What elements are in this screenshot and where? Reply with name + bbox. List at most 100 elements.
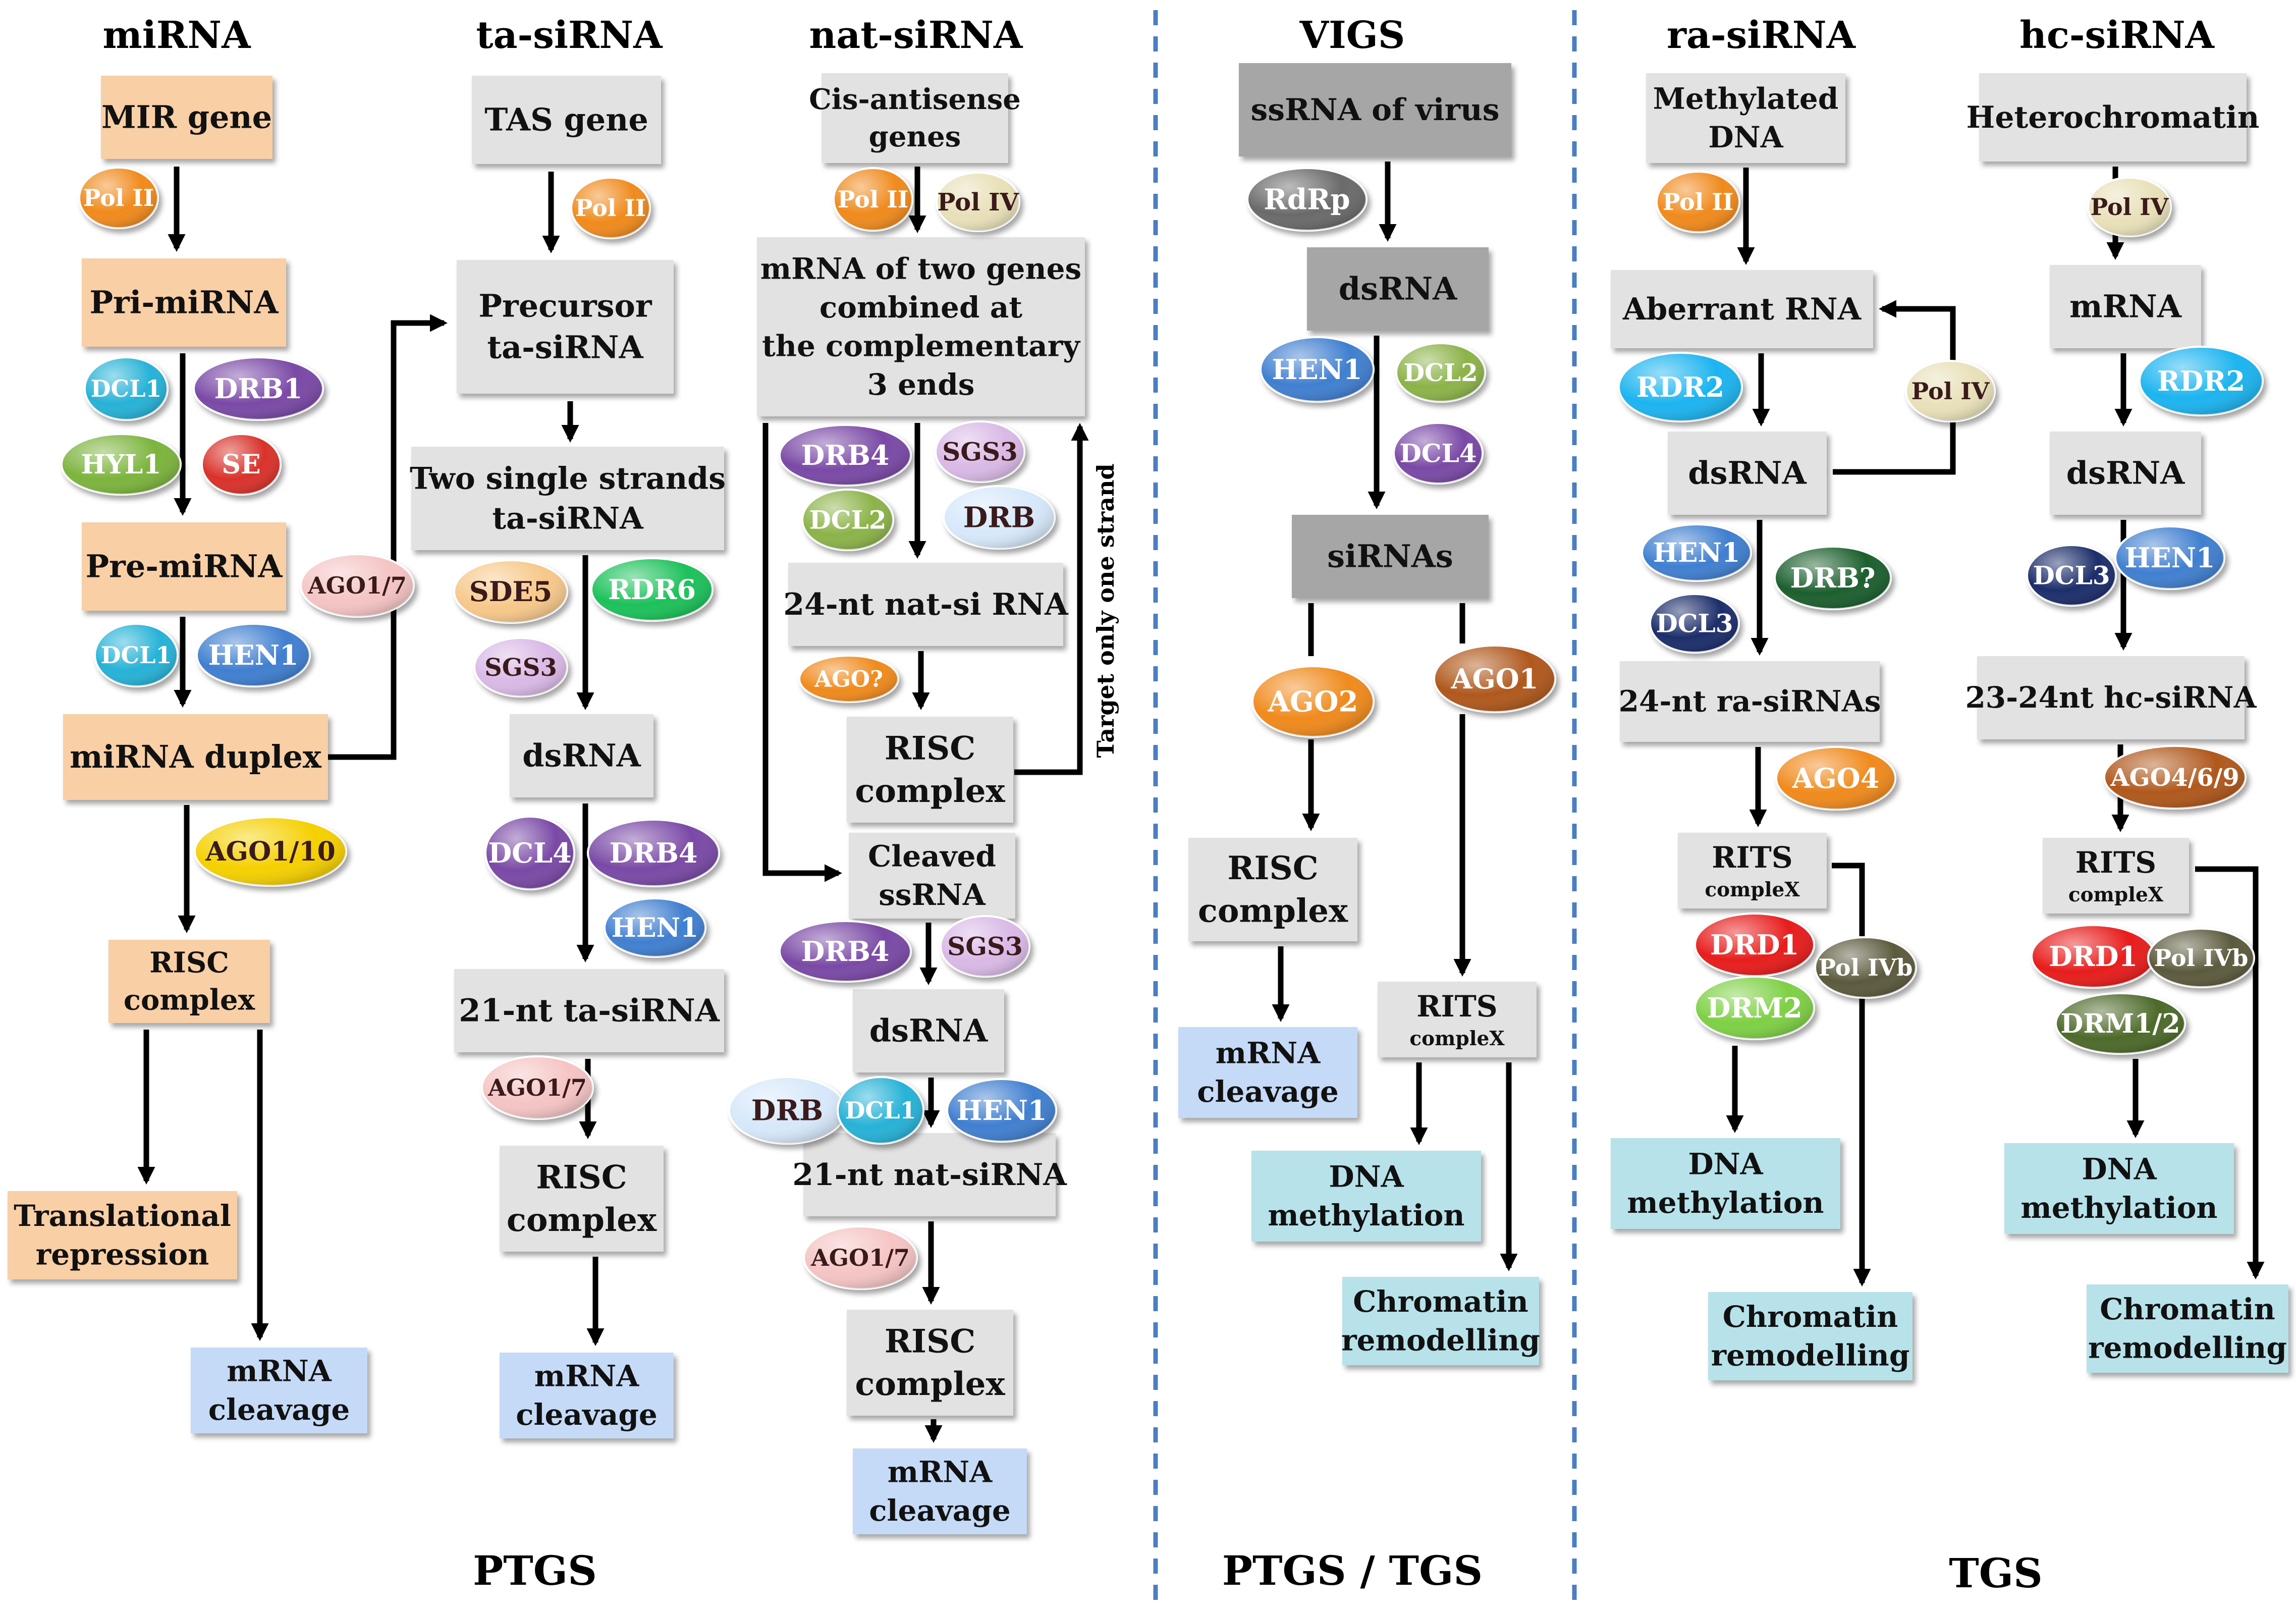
protein-label: DRM2 (1707, 992, 1802, 1024)
header-natsirna: nat-siRNA (809, 14, 1024, 57)
box-bg (411, 447, 724, 550)
target-one-strand-label: Target only one strand (1092, 463, 1119, 758)
box-text: cleavage (516, 1398, 658, 1432)
box-text: Precursor (478, 288, 652, 325)
box-bg (853, 1448, 1027, 1534)
protein-label: Pol IV (2091, 193, 2169, 221)
box-bg (101, 76, 272, 159)
protein-shade (2115, 526, 2224, 589)
protein-r-drm2: DRM2 (1694, 976, 1815, 1040)
protein-label: Pol IV (1911, 378, 1990, 405)
protein-r-drbq: DRB? (1774, 546, 1892, 610)
protein-shade (95, 624, 178, 686)
box-ra-24nt: 24-nt ra-siRNAs (1619, 661, 1881, 742)
protein-r-pol2: Pol II (1656, 171, 1740, 233)
protein-shade (454, 560, 567, 623)
box-vigs-sirnas: siRNAs (1292, 515, 1489, 598)
box-tas-gene: TAS gene (472, 76, 661, 164)
box-text: dsRNA (869, 1012, 988, 1049)
protein-shade (1434, 646, 1555, 712)
protein-t-drb4: DRB4 (587, 819, 720, 887)
footer-ptgs: PTGS (473, 1547, 597, 1594)
protein-shade (79, 168, 158, 228)
box-bg (1292, 515, 1489, 598)
protein-t-hen1: HEN1 (604, 897, 706, 958)
box-text: RISC (885, 1323, 975, 1361)
protein-m-dcl1b: DCL1 (94, 623, 179, 687)
box-text: repression (36, 1238, 209, 1272)
protein-n-drb4b: DRB4 (779, 920, 912, 983)
protein-label: AGO2 (1267, 685, 1358, 719)
protein-shade (729, 1077, 845, 1144)
box-nat-21nt: 21-nt nat-siRNA (792, 1133, 1067, 1216)
protein-label: HEN1 (2124, 542, 2215, 574)
protein-shade (2056, 993, 2185, 1054)
box-text: dsRNA (2066, 455, 2185, 492)
protein-shade (588, 820, 719, 886)
protein-m-se: SE (201, 433, 282, 496)
protein-shade (1396, 343, 1485, 402)
protein-label: Pol IV (937, 188, 1019, 217)
protein-label: Pol IVb (2154, 944, 2249, 972)
protein-label: AGO1 (1451, 663, 1539, 695)
box-text: 21-nt ta-siRNA (459, 992, 720, 1029)
protein-shade (2027, 545, 2116, 606)
protein-label: SGS3 (484, 654, 557, 682)
protein-shade (591, 558, 713, 621)
protein-v-ago1: AGO1 (1433, 645, 1556, 713)
protein-label: DCL1 (91, 375, 162, 402)
box-vigs-dsrna: dsRNA (1307, 247, 1489, 331)
protein-label: AGO4/6/9 (2110, 764, 2239, 792)
protein-label: Pol II (1663, 188, 1734, 216)
pathway-arrows (137, 162, 2265, 1443)
protein-n-ago17: AGO1/7 (803, 1225, 918, 1290)
box-bg (1188, 838, 1357, 941)
box-text: combined at (819, 290, 1022, 325)
protein-label: DRB (751, 1094, 823, 1127)
protein-label: SE (222, 449, 260, 480)
box-text: DNA (1708, 120, 1783, 154)
protein-label: SDE5 (469, 575, 553, 608)
protein-label: DRD1 (1710, 929, 1799, 961)
protein-shade (197, 624, 310, 686)
box-nat-dsrna: dsRNA (853, 989, 1004, 1072)
box-text: Chromatin (1353, 1284, 1528, 1319)
protein-shade (1261, 337, 1374, 402)
protein-label: AGO1/10 (205, 836, 336, 867)
box-text: RISC (149, 946, 229, 980)
header-mirna: miRNA (103, 14, 252, 57)
protein-shade (1657, 172, 1739, 232)
footer-ptgs-tgs: PTGS / TGS (1222, 1547, 1483, 1594)
protein-m-ago110: AGO1/10 (194, 816, 347, 887)
protein-v-hen1: HEN1 (1260, 336, 1375, 403)
protein-label: AGO1/7 (810, 1244, 910, 1271)
protein-shade (1776, 747, 1895, 810)
box-text: Heterochromatin (1966, 100, 2260, 135)
box-bg (2004, 1143, 2234, 1234)
box-text: 21-nt nat-siRNA (792, 1157, 1067, 1193)
protein-n-ago: AGO? (798, 655, 899, 703)
protein-label: DCL3 (2033, 561, 2110, 590)
box-text: complex (855, 772, 1005, 810)
box-text: mRNA (1216, 1036, 1321, 1070)
protein-r-rdr2: RDR2 (1618, 352, 1743, 422)
box-bg (1611, 1138, 1840, 1229)
box-text: cleavage (208, 1392, 350, 1427)
protein-label: DCL2 (1404, 359, 1478, 387)
protein-shade (62, 434, 181, 495)
box-text: DNA (2082, 1152, 2157, 1186)
box-bg (1251, 1151, 1481, 1242)
protein-shade (485, 817, 574, 889)
